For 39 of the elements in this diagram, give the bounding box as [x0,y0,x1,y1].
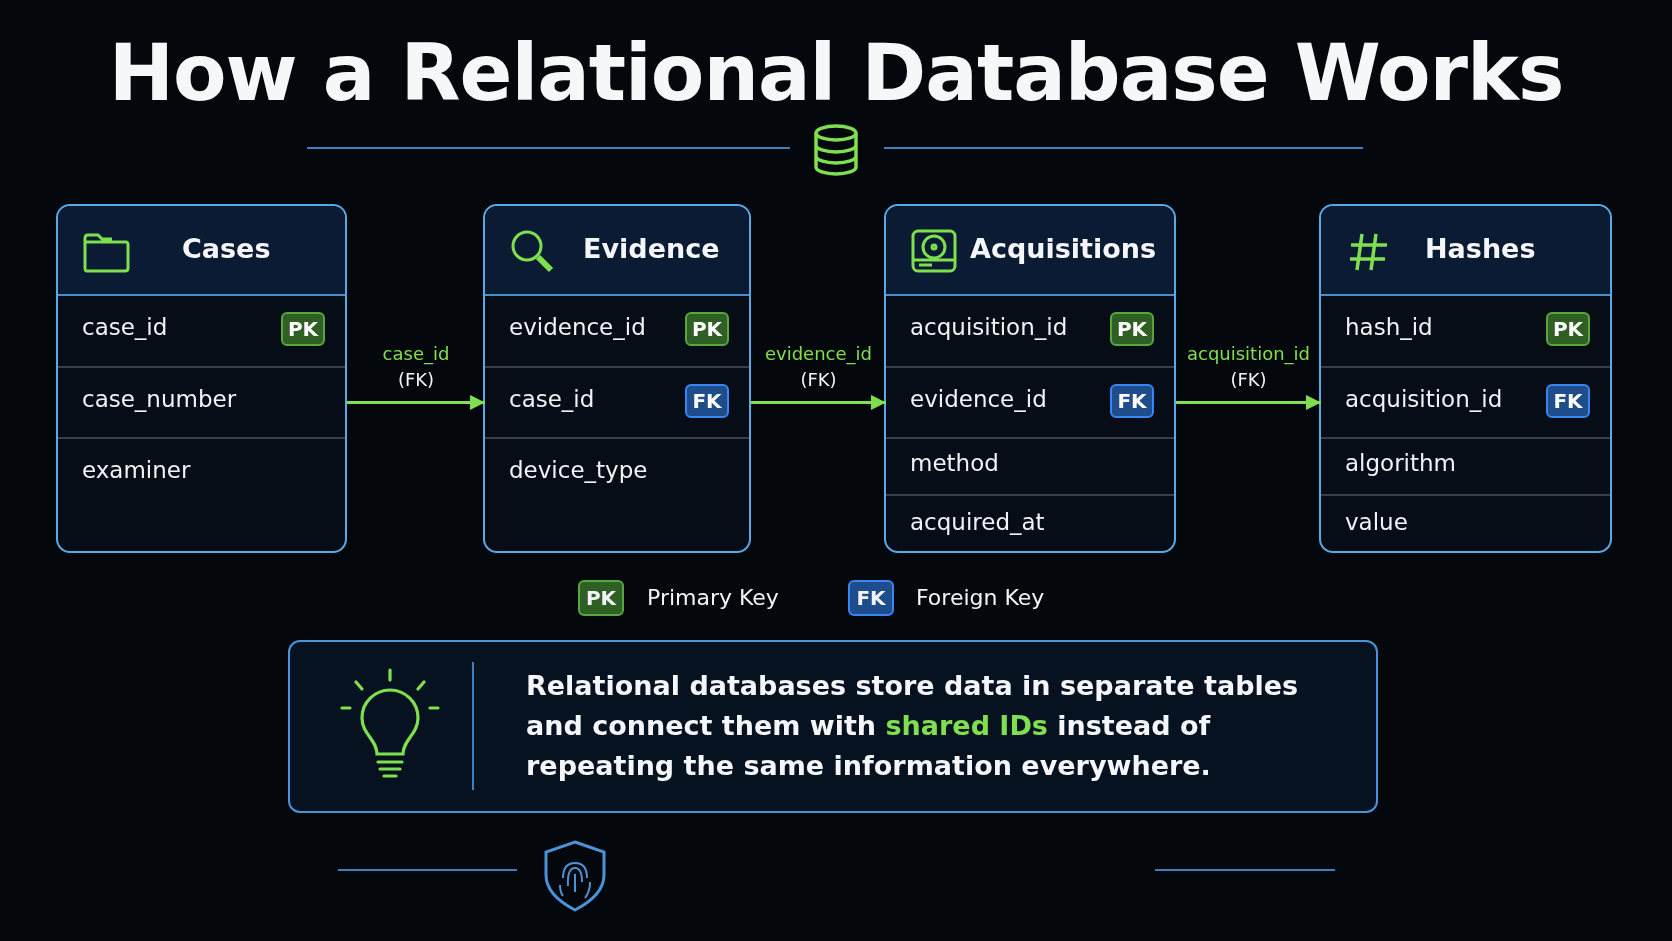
table-title: Evidence [583,233,720,264]
key-badge: PK [685,312,729,346]
title: How a Relational Database Works [107,28,1565,118]
arrow [1176,395,1321,410]
table-box [884,204,1176,553]
table-title: Hashes [1425,233,1536,264]
key-badge: PK [1110,312,1154,346]
table-box [1319,204,1612,553]
legend-badge: FK [848,580,894,616]
field-name: evidence_id [509,314,646,340]
key-badge: PK [281,312,325,346]
field-name: case_id [509,385,595,412]
field-name: value [1345,508,1408,535]
note-text: Relational databases store data in separate tables and connect them with shared IDs instead of repeating the same information everywhere. [526,669,1300,783]
field-name: case_id [82,314,168,340]
key-badge: PK [1546,312,1590,346]
key-badge: FK [685,383,729,418]
table-box [483,204,751,553]
field-name: method [910,449,999,476]
field-name: hash_id [1345,314,1433,340]
arrow [751,395,886,410]
legend-label: Foreign Key [916,585,1045,610]
legend-label: Primary Key [647,585,779,610]
legend-badge: PK [578,580,624,616]
field-name: acquisition_id [1345,385,1503,412]
key-badge: FK [1110,383,1154,418]
field-name: device_type [509,457,648,483]
field-name: case_number [82,385,237,412]
field-name: acquired_at [910,508,1045,535]
arrow [347,395,485,410]
field-name: algorithm [1345,449,1456,476]
field-name: examiner [82,457,191,483]
table-title: Cases [182,233,271,264]
note-box [288,640,1378,813]
key-badge: FK [1546,383,1590,418]
field-name: acquisition_id [910,314,1068,340]
field-name: evidence_id [910,385,1047,412]
table-box [56,204,347,553]
table-title: Acquisitions [970,233,1157,264]
